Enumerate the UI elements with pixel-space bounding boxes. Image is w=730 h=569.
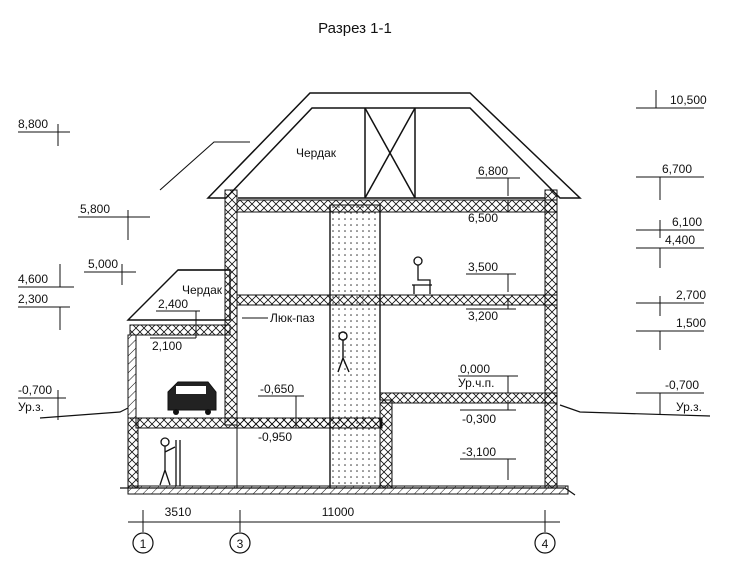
level-inner-0000: 0,000 — [460, 362, 490, 376]
level-inner-minus-3100: -3,100 — [462, 445, 496, 459]
main-roof — [206, 92, 582, 199]
person-seated-icon — [412, 256, 432, 294]
main-house — [224, 189, 558, 489]
level-inner-minus-0300: -0,300 — [462, 412, 496, 426]
level-marks-inner — [150, 177, 520, 480]
level-left-4600: 4,600 — [18, 272, 48, 286]
level-inner-6500: 6,500 — [468, 211, 498, 225]
level-left-2300: 2,300 — [18, 292, 48, 306]
level-inner-2100: 2,100 — [152, 339, 182, 353]
level-left-5000: 5,000 — [88, 257, 118, 271]
room-attic-garage: Чердак — [182, 283, 223, 297]
level-inner-minus-0950: -0,950 — [258, 430, 292, 444]
dimension-3-4: 11000 — [322, 505, 355, 519]
level-left-8800: 8,800 — [18, 117, 48, 131]
ground-level-right: Ур.з. — [676, 400, 702, 414]
stair-core — [329, 204, 381, 489]
level-inner-2400: 2,400 — [158, 297, 188, 311]
level-right-10500: 10,500 — [670, 93, 707, 107]
axis-3: 3 — [237, 537, 244, 551]
room-attic-main: Чердак — [296, 146, 337, 160]
level-inner-3500: 3,500 — [468, 260, 498, 274]
level-inner-6800: 6,800 — [478, 164, 508, 178]
level-right-2700: 2,700 — [676, 288, 706, 302]
level-right-minus-0700: -0,700 — [665, 378, 699, 392]
level-inner-floor-label: Ур.ч.п. — [458, 376, 495, 390]
level-right-1500: 1,500 — [676, 316, 706, 330]
level-inner-minus-0650: -0,650 — [260, 382, 294, 396]
person-basement-icon — [159, 437, 181, 486]
axis-1: 1 — [140, 537, 147, 551]
axis-4: 4 — [542, 537, 549, 551]
car-icon — [167, 381, 217, 415]
level-left-5800: 5,800 — [80, 202, 110, 216]
level-right-6700: 6,700 — [662, 162, 692, 176]
dimension-line — [128, 510, 560, 532]
hatch-label: Люк-паз — [270, 311, 315, 325]
level-right-4400: 4,400 — [665, 233, 695, 247]
level-left-minus-0700: -0,700 — [18, 383, 52, 397]
level-right-6100: 6,100 — [672, 215, 702, 229]
drawing-title: Разрез 1-1 — [318, 20, 392, 37]
adjacent-roof — [159, 141, 250, 191]
ground-level-left: Ур.з. — [18, 400, 44, 414]
level-marks-right — [636, 90, 704, 414]
level-inner-3200: 3,200 — [468, 309, 498, 323]
dimension-1-3: 3510 — [165, 505, 192, 519]
axis-bubbles — [132, 532, 556, 554]
person-stair-icon — [337, 331, 350, 373]
level-marks-left — [18, 124, 150, 420]
